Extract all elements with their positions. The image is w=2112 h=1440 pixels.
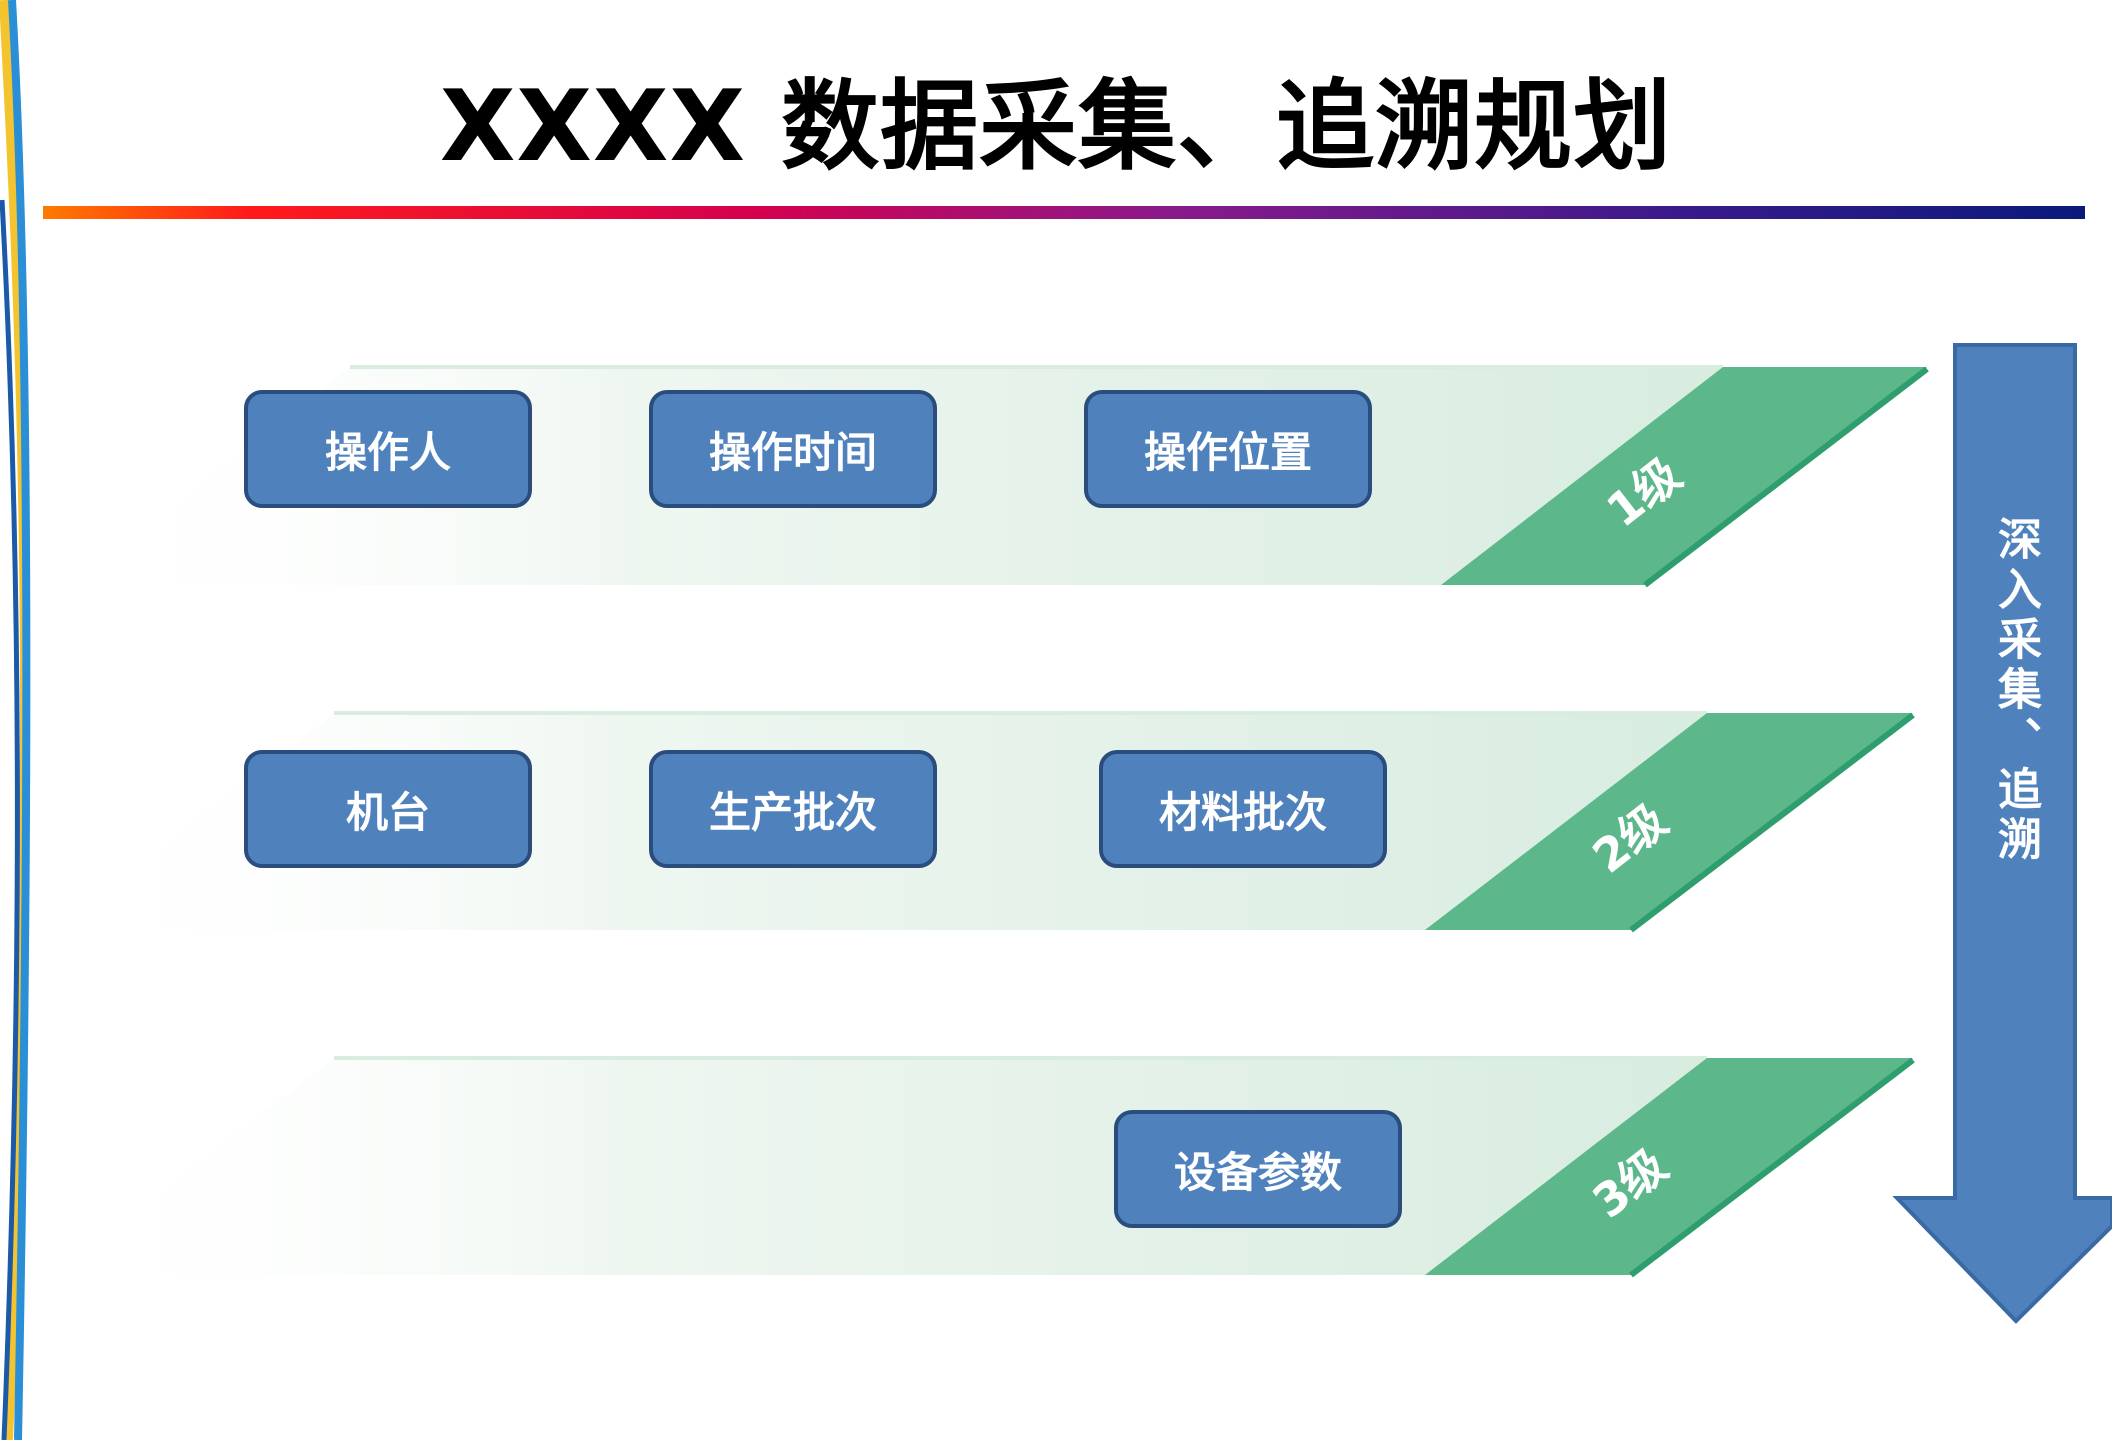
level-2-item-machine: 机台 [244,750,532,868]
level-1-item-operation-time: 操作时间 [649,390,937,508]
level-1-item-operator: 操作人 [244,390,532,508]
level-1-tab [1441,367,1927,585]
level-2-item-material-batch: 材料批次 [1099,750,1387,868]
title-divider [43,206,2085,219]
level-1-item-operation-location: 操作位置 [1084,390,1372,508]
left-ribbon-decoration [0,0,31,1440]
page-title: XXXX 数据采集、追溯规划 [439,70,1673,184]
level-3-item-equipment-params: 设备参数 [1114,1110,1402,1228]
down-arrow [1892,343,2112,1324]
level-2-item-production-batch: 生产批次 [649,750,937,868]
level-2-tab [1425,713,1913,930]
level-3-tab [1425,1058,1913,1275]
arrow-label: 深入采集、追溯 [1990,516,2041,866]
